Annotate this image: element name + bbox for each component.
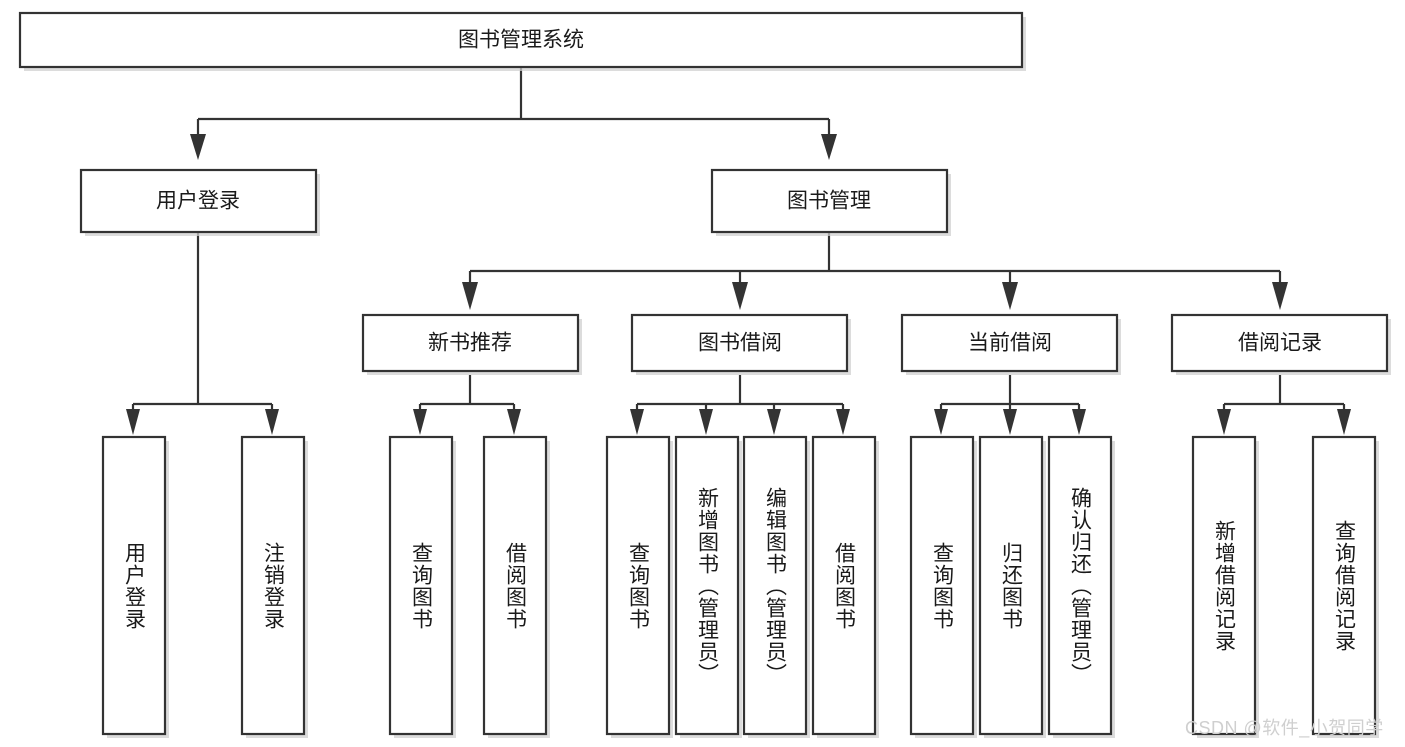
node-new-book-recommendation[interactable] [361, 313, 580, 373]
arrow-to-leaf-1 [126, 409, 140, 435]
arrow-to-leaf-5 [630, 409, 644, 435]
watermark-text: CSDN @软件_小贺同学 [1185, 718, 1384, 738]
node-book-borrow-label: 图书借阅 [698, 332, 782, 355]
node-current-borrow-label: 当前借阅 [968, 332, 1052, 355]
arrow-to-book-borrow [732, 282, 748, 310]
node-book-manage-label: 图书管理 [787, 190, 871, 213]
node-book-borrow[interactable] [630, 313, 849, 373]
arrow-to-new-book-rec [462, 282, 478, 310]
node-leaf-query-borrow-record[interactable] [1311, 435, 1377, 736]
arrow-to-leaf-7 [767, 409, 781, 435]
node-leaf-logout[interactable] [240, 435, 306, 736]
node-leaf-confirm-return-admin[interactable] [1047, 435, 1113, 736]
node-leaf-query-book-3[interactable] [909, 435, 975, 736]
node-leaf-return-book[interactable] [978, 435, 1044, 736]
node-borrow-record-label: 借阅记录 [1238, 332, 1322, 355]
connector-layer [126, 67, 1351, 435]
arrow-to-leaf-11 [1072, 409, 1086, 435]
arrow-to-leaf-9 [934, 409, 948, 435]
node-root-label: 图书管理系统 [458, 29, 584, 52]
node-leaf-borrow-book-2[interactable] [811, 435, 877, 736]
node-leaf-user-login[interactable] [101, 435, 167, 736]
node-root[interactable] [18, 11, 1024, 69]
arrow-to-leaf-10 [1003, 409, 1017, 435]
node-current-borrow[interactable] [900, 313, 1119, 373]
arrow-to-leaf-3 [413, 409, 427, 435]
arrow-to-book-manage [821, 134, 837, 160]
arrow-to-borrow-record [1272, 282, 1288, 310]
arrow-to-user-login [190, 134, 206, 160]
node-book-manage[interactable] [710, 168, 949, 234]
node-user-login-label: 用户登录 [156, 190, 240, 213]
node-user-login[interactable] [79, 168, 318, 234]
node-layer: 图书管理系统 用户登录 图书管理 新书推荐 图书借阅 当前借阅 借阅记录 [18, 11, 1391, 738]
node-leaf-query-book-2[interactable] [605, 435, 671, 736]
node-leaf-borrow-book-1[interactable] [482, 435, 548, 736]
arrow-to-current-borrow [1002, 282, 1018, 310]
node-borrow-record[interactable] [1170, 313, 1389, 373]
arrow-to-leaf-4 [507, 409, 521, 435]
arrow-to-leaf-12 [1217, 409, 1231, 435]
arrow-to-leaf-8 [836, 409, 850, 435]
node-leaf-add-borrow-record[interactable] [1191, 435, 1257, 736]
node-leaf-query-book-1[interactable] [388, 435, 454, 736]
node-new-book-rec-label: 新书推荐 [428, 332, 512, 355]
arrow-to-leaf-6 [699, 409, 713, 435]
node-leaf-edit-book-admin[interactable] [742, 435, 808, 736]
node-leaf-add-book-admin[interactable] [674, 435, 740, 736]
arrow-to-leaf-13 [1337, 409, 1351, 435]
arrow-to-leaf-2 [265, 409, 279, 435]
